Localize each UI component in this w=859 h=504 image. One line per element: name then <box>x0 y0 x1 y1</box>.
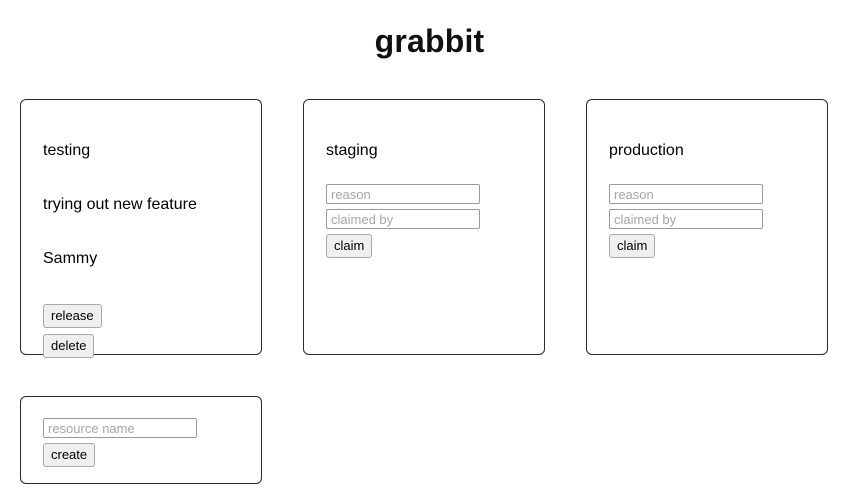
reason-input[interactable] <box>326 184 480 204</box>
resource-name: production <box>609 142 684 159</box>
resource-card-body: staging claim <box>304 100 544 258</box>
resource-card-body: testing trying out new feature Sammy rel… <box>21 100 261 358</box>
claim-button[interactable]: claim <box>326 234 373 258</box>
claimed-by-input[interactable] <box>609 209 763 229</box>
reason-input[interactable] <box>609 184 763 204</box>
create-resource-form: create <box>21 397 261 467</box>
resource-claimed-by: Sammy <box>43 250 98 267</box>
create-resource-card: create <box>20 396 262 484</box>
resource-reason: trying out new feature <box>43 196 197 213</box>
resource-card-production: production claim <box>586 99 828 355</box>
claim-button[interactable]: claim <box>609 234 656 258</box>
page-title: grabbit <box>374 23 485 59</box>
resource-card-testing: testing trying out new feature Sammy rel… <box>20 99 262 358</box>
resource-name: staging <box>326 142 378 159</box>
release-button[interactable]: release <box>43 304 102 328</box>
delete-button[interactable]: delete <box>43 334 95 358</box>
create-button[interactable]: create <box>43 443 96 467</box>
resource-actions: release delete <box>43 304 261 358</box>
resource-card-staging: staging claim <box>303 99 545 355</box>
resource-board: testing trying out new feature Sammy rel… <box>20 99 840 358</box>
resource-row: testing trying out new feature Sammy rel… <box>20 99 840 358</box>
resource-name: testing <box>43 142 91 159</box>
resource-card-body: production claim <box>587 100 827 258</box>
resource-name-input[interactable] <box>43 418 197 438</box>
claimed-by-input[interactable] <box>326 209 480 229</box>
